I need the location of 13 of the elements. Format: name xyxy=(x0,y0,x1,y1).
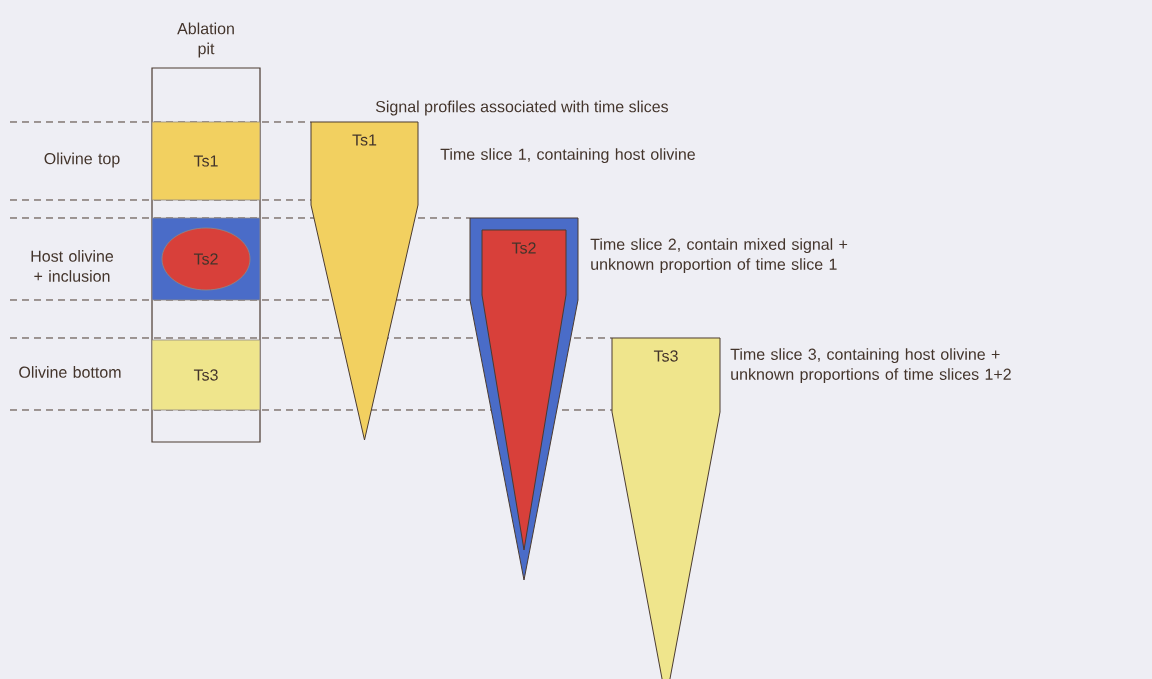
node-label: Ablation pit xyxy=(177,22,234,58)
time-slice-box: Ts1 xyxy=(151,121,261,201)
time-slice-description: Time slice 3, containing host olivine + unknown proportions of time slices 1+2 xyxy=(730,348,1011,384)
time-slice-description: Time slice 2, contain mixed signal + unknown proportion of time slice 1 xyxy=(590,238,848,274)
time-slice-description: Time slice 1, containing host olivine xyxy=(440,148,695,164)
layer-label: Olivine bottom xyxy=(19,366,121,378)
time-slice-box: Ts3 xyxy=(151,339,261,411)
signal-profile-funnel: Ts1 xyxy=(310,121,419,441)
layer-label: Host olivine + inclusion xyxy=(31,250,114,282)
signal-profile-funnel: Ts2 xyxy=(481,229,567,551)
layer-label: Olivine top xyxy=(44,152,120,168)
heading: Signal profiles associated with time slices xyxy=(375,100,669,116)
signal-profile-funnel: Ts3 xyxy=(611,337,721,679)
